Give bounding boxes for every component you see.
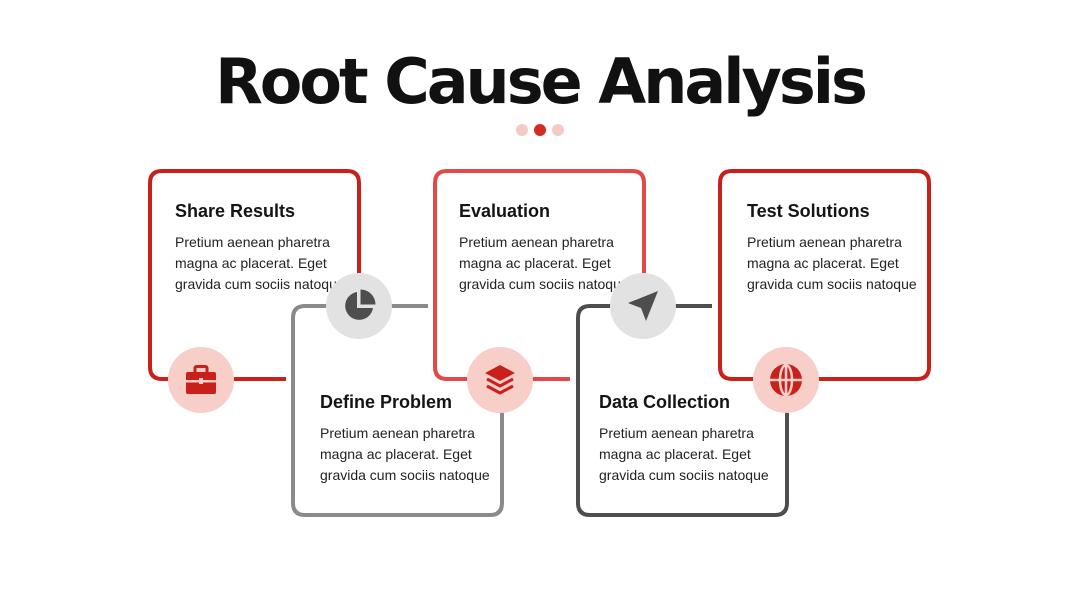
card-text: Pretium aenean pharetra magna ac placera… (459, 234, 629, 292)
page-title: Root Cause Analysis (215, 45, 868, 118)
send-icon (628, 291, 658, 321)
card-text: Pretium aenean pharetra magna ac placera… (175, 234, 345, 292)
layers-icon-circle (467, 347, 533, 413)
card-heading: Share Results (175, 201, 296, 221)
pagination-dots (0, 124, 1080, 136)
pagination-dot[interactable] (516, 124, 528, 136)
card-define-problem: Define Problem Pretium aenean pharetra m… (320, 391, 490, 486)
define-problem-frame (291, 304, 504, 517)
layers-icon (485, 365, 515, 395)
card-heading: Test Solutions (747, 201, 870, 221)
card-heading: Define Problem (320, 392, 453, 412)
test-solutions-frame (718, 169, 931, 381)
card-heading: Evaluation (459, 201, 551, 221)
send-icon-circle (610, 273, 676, 339)
card-text: Pretium aenean pharetra magna ac placera… (599, 425, 769, 483)
share-results-frame (148, 169, 361, 381)
globe-icon (770, 363, 802, 397)
card-test-solutions: Test Solutions Pretium aenean pharetra m… (747, 200, 917, 295)
briefcase-icon-circle (168, 347, 234, 413)
card-text: Pretium aenean pharetra magna ac placera… (320, 425, 490, 483)
pagination-dot[interactable] (552, 124, 564, 136)
pie-chart-icon (345, 289, 376, 320)
pie-chart-icon-circle (326, 273, 392, 339)
pagination-dot-active[interactable] (534, 124, 546, 136)
card-heading: Data Collection (599, 392, 731, 412)
evaluation-frame (433, 169, 646, 381)
card-share-results: Share Results Pretium aenean pharetra ma… (175, 200, 345, 295)
briefcase-icon (186, 365, 216, 394)
card-text: Pretium aenean pharetra magna ac placera… (747, 234, 917, 292)
card-evaluation: Evaluation Pretium aenean pharetra magna… (459, 200, 629, 295)
card-data-collection: Data Collection Pretium aenean pharetra … (599, 391, 769, 486)
data-collection-frame (576, 304, 789, 517)
globe-icon-circle (753, 347, 819, 413)
